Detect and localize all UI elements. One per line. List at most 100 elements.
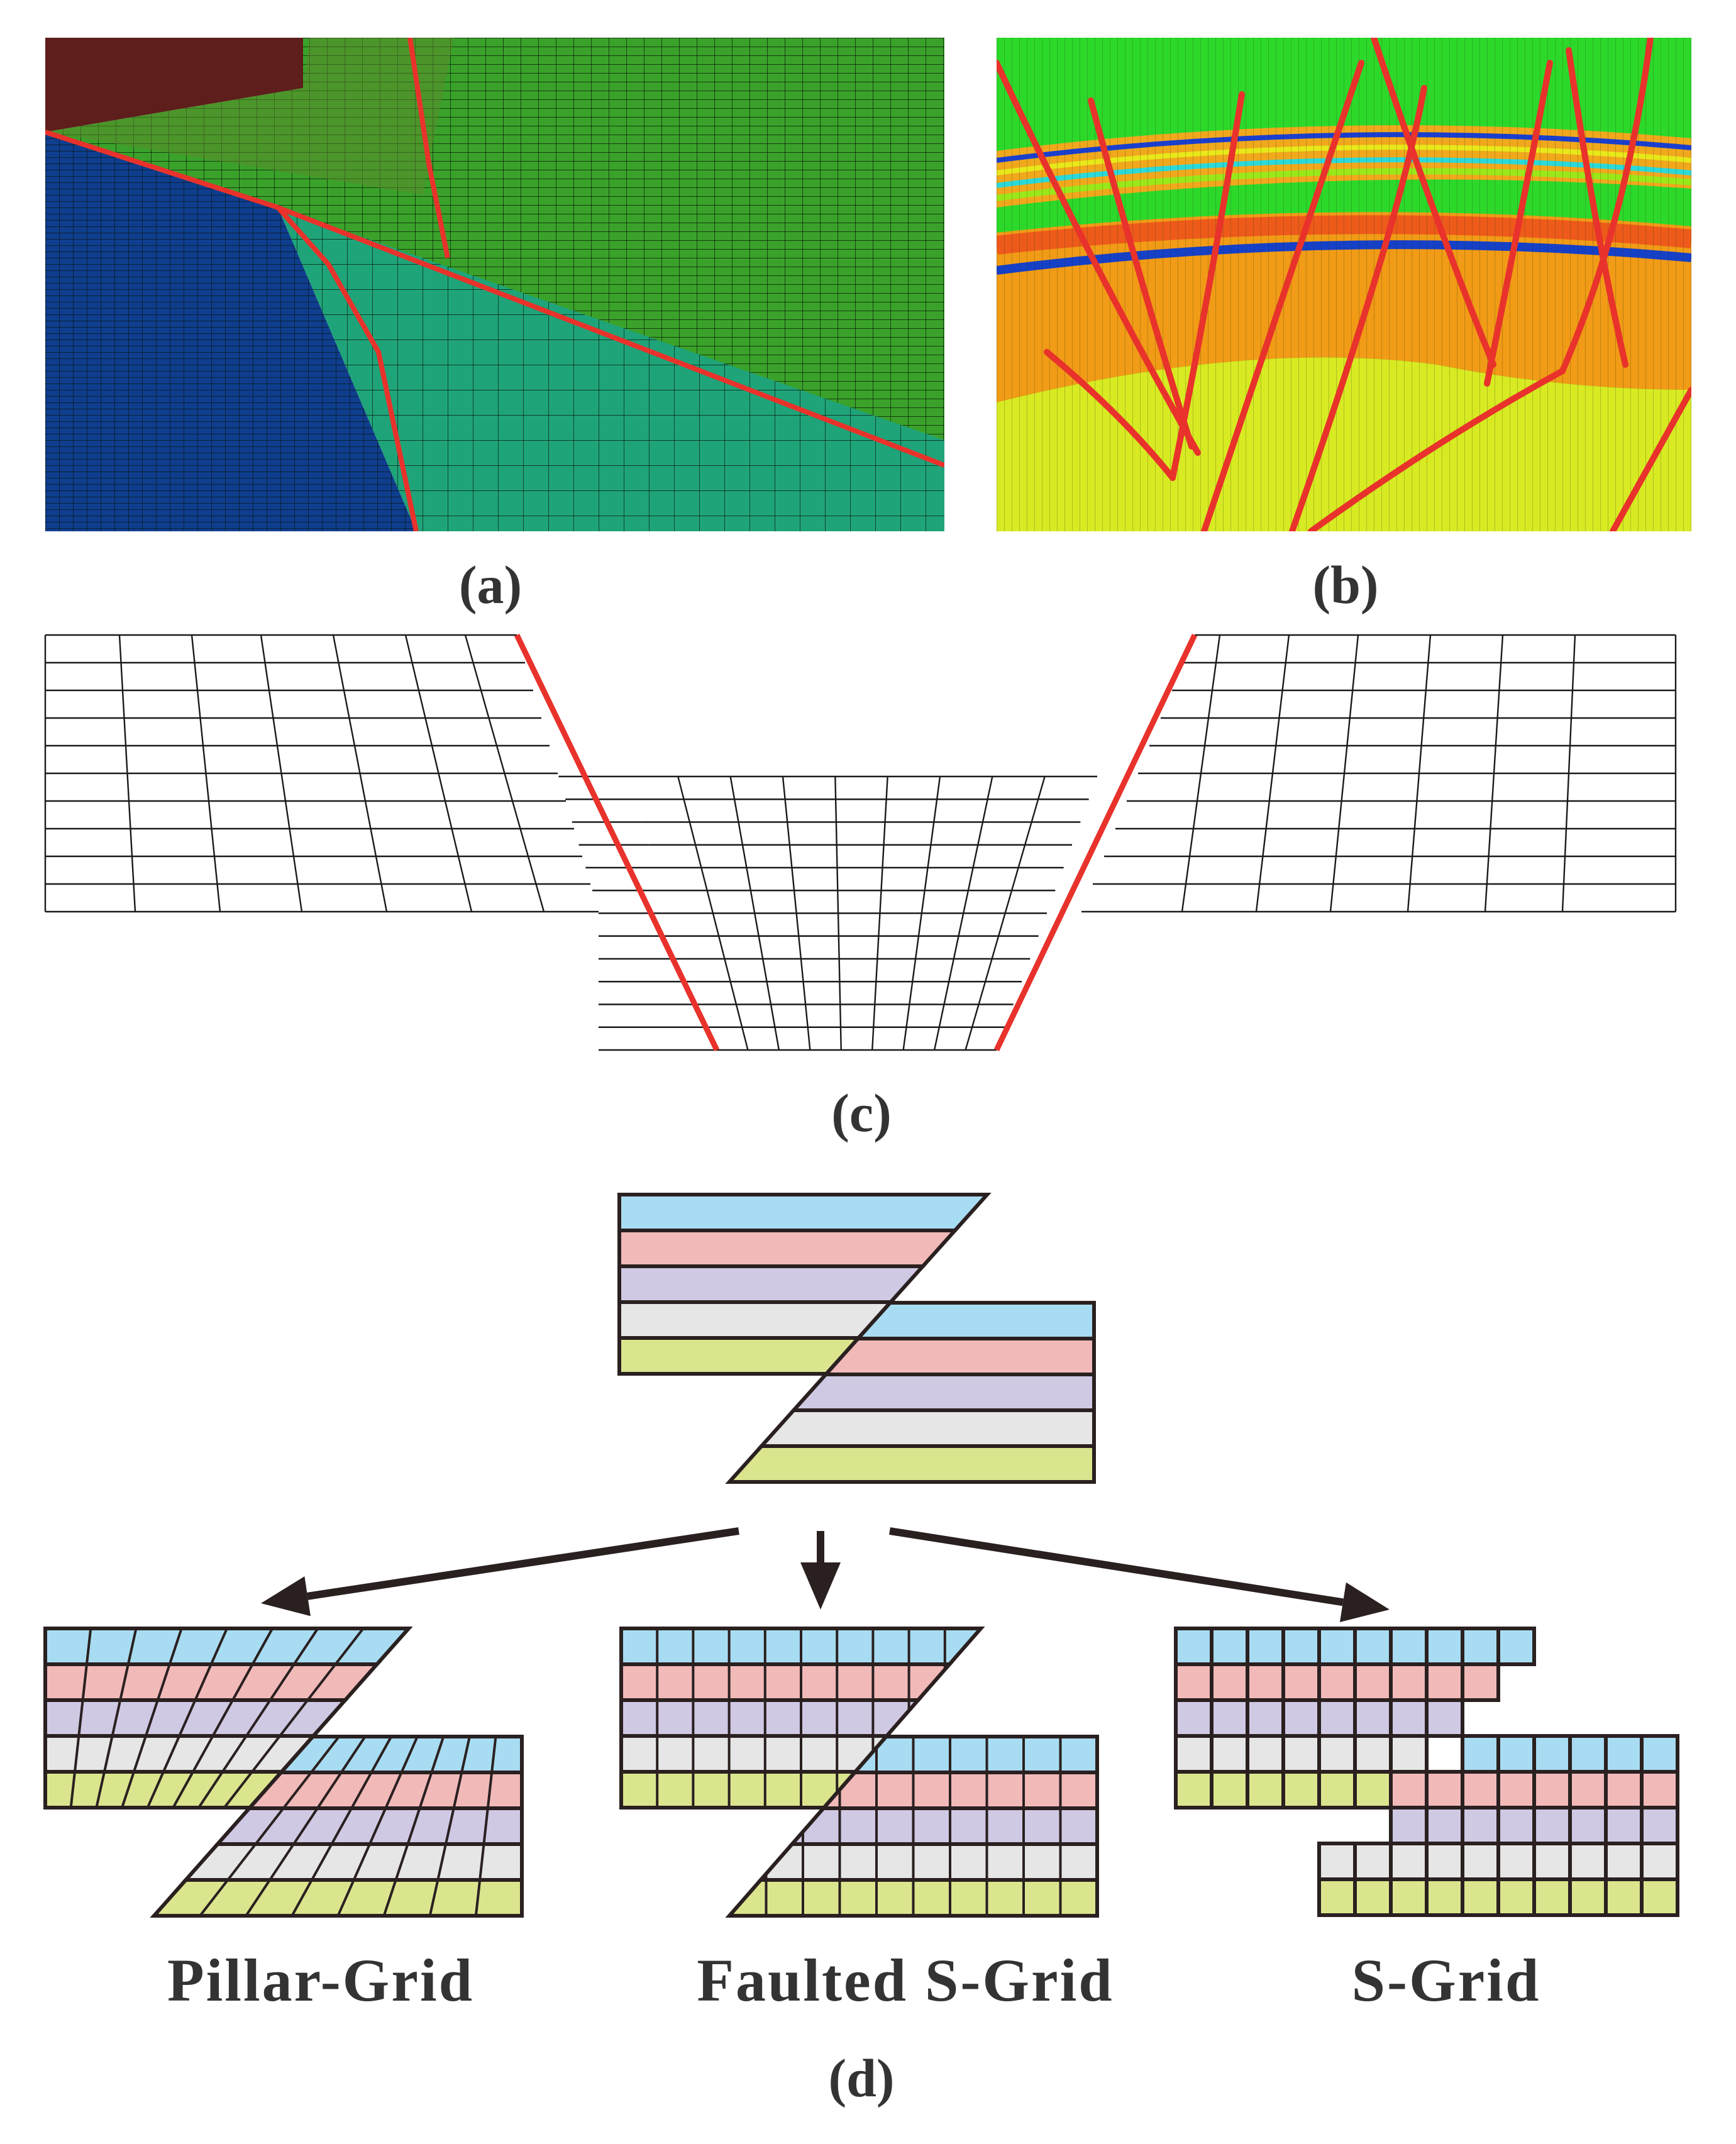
red-block	[45, 38, 309, 132]
lavender-layer	[617, 1264, 927, 1304]
gray-layer	[617, 1300, 895, 1340]
blue-layer-cell	[1389, 1627, 1429, 1666]
gray-layer-cell	[1281, 1734, 1321, 1774]
fault-line	[407, 38, 450, 258]
yellow-green-layer-cell	[1640, 1877, 1679, 1917]
blue-layer-cell	[1640, 1734, 1679, 1774]
right-fault-line	[993, 634, 1198, 1051]
lavender-layer-cell	[1640, 1806, 1679, 1845]
s-grid-diagram	[1174, 1627, 1679, 1917]
blue-layer-cell	[1496, 1627, 1536, 1666]
gray-layer	[619, 1734, 891, 1774]
panel-c-svg	[44, 634, 1677, 1051]
blue-layer-cell	[1532, 1734, 1572, 1774]
blue-layer-cell	[1317, 1627, 1357, 1666]
pink-layer-cell	[1461, 1662, 1500, 1702]
pink-layer-cell	[1317, 1662, 1357, 1702]
yellow-green-layer-cell	[1281, 1770, 1321, 1810]
panel-b-section	[997, 38, 1691, 531]
panel-d-schematic	[0, 1182, 1736, 2037]
lavender-layer-cell	[1496, 1806, 1536, 1845]
pink-layer-cell	[1389, 1770, 1429, 1810]
yellow-green-layer-cell	[1604, 1877, 1644, 1917]
blue-layer	[277, 1735, 524, 1774]
arrow-to-s-grid-head	[1339, 1582, 1390, 1622]
blue-layer-cell	[1210, 1627, 1249, 1666]
panel-d-label: (d)	[828, 2048, 895, 2108]
lavender-layer-cell	[1425, 1806, 1464, 1845]
fault-line	[276, 206, 419, 531]
panel-a-svg	[45, 38, 944, 531]
lavender-layer-cell	[1174, 1698, 1214, 1738]
pink-layer-cell	[1496, 1770, 1536, 1810]
yellow-green-layer-cell	[1317, 1770, 1357, 1810]
blue-layer-cell	[1281, 1627, 1321, 1666]
lavender-layer-cell	[1461, 1806, 1500, 1845]
faulted-s-grid-label: Faulted S-Grid	[697, 1947, 1114, 2014]
gray-layer-cell	[1210, 1734, 1249, 1774]
gray-layer-cell	[1496, 1842, 1536, 1881]
lavender-layer-cell	[1353, 1698, 1393, 1738]
gray-layer	[756, 1842, 1099, 1882]
arrow-to-pillar-grid-shaft	[307, 1527, 739, 1600]
lavender-layer-cell	[1281, 1698, 1321, 1738]
lavender-layer-cell	[1317, 1698, 1357, 1738]
gray-layer	[43, 1734, 318, 1774]
pink-layer-cell	[1425, 1662, 1464, 1702]
yellow-green-layer	[617, 1336, 863, 1376]
blue-layer-cell	[1461, 1627, 1500, 1666]
yellow-green-layer-cell	[1246, 1770, 1285, 1810]
yellow-green-layer-cell	[1425, 1877, 1464, 1917]
pink-layer-cell	[1246, 1662, 1285, 1702]
pink-layer-cell	[1568, 1770, 1608, 1810]
pink-layer-cell	[1640, 1770, 1679, 1810]
pink-layer-cell	[1389, 1662, 1429, 1702]
pink-layer-cell	[1425, 1770, 1464, 1810]
blue-layer	[853, 1301, 1096, 1340]
yellow-green-layer-cell	[1496, 1877, 1536, 1917]
arrow-to-faulted-s-grid-head	[800, 1562, 841, 1610]
yellow-green-layer-cell	[1353, 1877, 1393, 1917]
arrow-to-pillar-grid-head	[261, 1576, 311, 1616]
pink-layer	[245, 1771, 524, 1810]
panel-b-svg	[997, 38, 1691, 531]
panel-c-label: (c)	[831, 1083, 892, 1143]
blue-layer-cell	[1174, 1627, 1214, 1666]
panel-d-svg	[43, 1193, 1679, 1918]
pink-layer	[819, 1771, 1099, 1810]
gray-layer-cell	[1461, 1842, 1500, 1881]
lavender-layer	[789, 1373, 1096, 1412]
lavender-layer	[43, 1698, 350, 1738]
pink-layer-cell	[1281, 1662, 1321, 1702]
lavender-layer	[788, 1806, 1099, 1846]
blue-layer	[43, 1627, 413, 1666]
blue-layer-cell	[1353, 1627, 1393, 1666]
gray-layer-cell	[1246, 1734, 1285, 1774]
panel-c-graben-grid	[38, 629, 1685, 1056]
lavender-layer-cell	[1246, 1698, 1285, 1738]
gray-layer-cell	[1604, 1842, 1644, 1881]
blue-layer	[617, 1193, 992, 1232]
gray-layer	[181, 1842, 524, 1882]
pink-layer-cell	[1461, 1770, 1500, 1810]
yellow-green-layer-cell	[1317, 1877, 1357, 1917]
yellow-green-layer	[150, 1878, 524, 1918]
pink-layer-cell	[1174, 1662, 1214, 1702]
lavender-layer-cell	[1568, 1806, 1608, 1845]
pink-layer	[43, 1662, 382, 1702]
gray-layer-cell	[1389, 1842, 1429, 1881]
gray-layer-cell	[1174, 1734, 1214, 1774]
gray-layer-cell	[1353, 1842, 1393, 1881]
gray-layer-cell	[1568, 1842, 1608, 1881]
gray-layer	[757, 1408, 1096, 1448]
pink-layer	[617, 1229, 959, 1268]
yellow-green-layer-cell	[1353, 1770, 1393, 1810]
yellow-green-layer-cell	[1174, 1770, 1214, 1810]
blue-layer-cell	[1246, 1627, 1285, 1666]
gray-layer-cell	[1425, 1842, 1464, 1881]
s-grid-label: S-Grid	[1351, 1947, 1541, 2014]
gray-layer-cell	[1317, 1842, 1357, 1881]
pillar-grid-label: Pillar-Grid	[167, 1947, 474, 2014]
yellow-green-layer-cell	[1461, 1877, 1500, 1917]
pillar-grid-diagram	[43, 1627, 524, 1918]
